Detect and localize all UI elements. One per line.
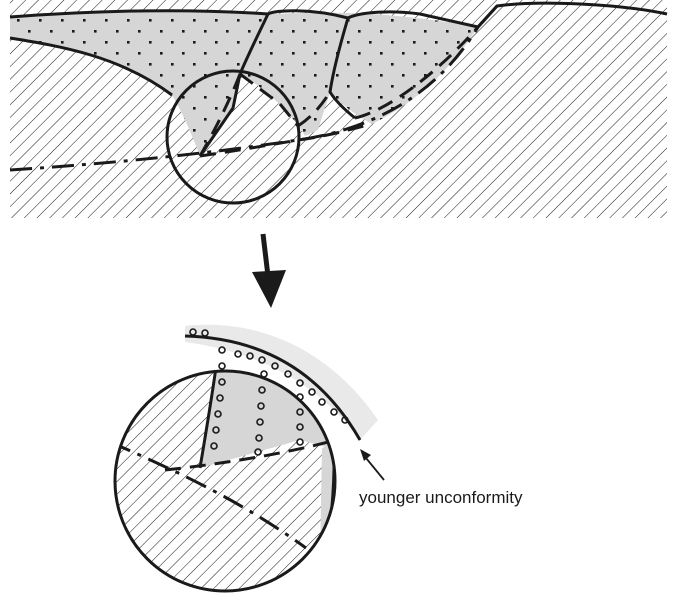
- enlarged-view: younger unconformity: [100, 325, 523, 593]
- upper-cross-section: [10, 0, 667, 218]
- younger-unconformity-label: younger unconformity: [359, 488, 523, 507]
- annotation-pointer: [360, 449, 384, 480]
- enlarged-fault-zone: [320, 440, 341, 560]
- zoom-arrow: [252, 234, 286, 308]
